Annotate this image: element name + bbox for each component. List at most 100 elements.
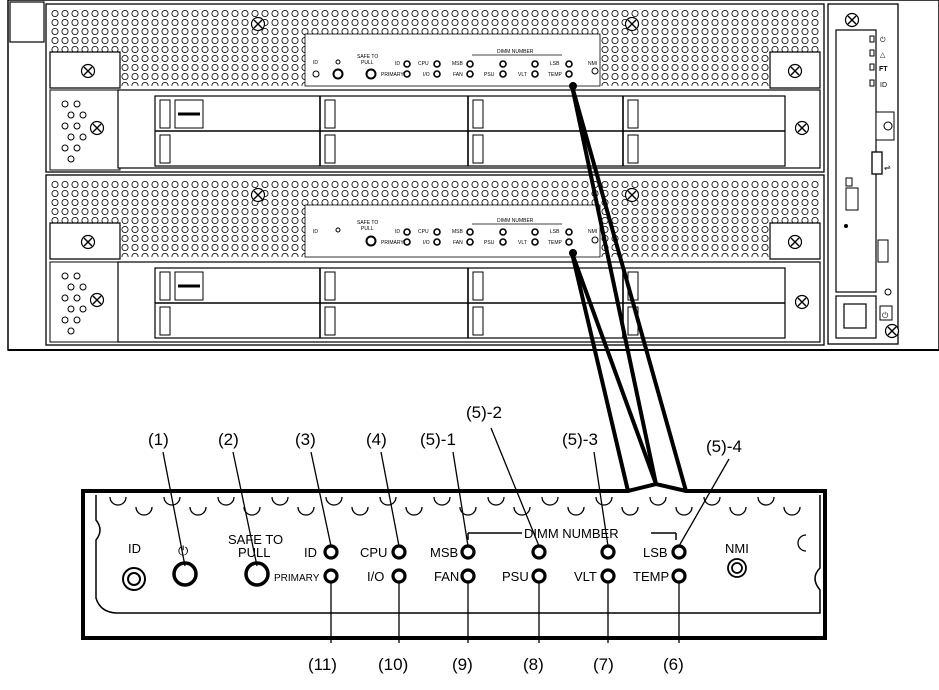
- callout-2: (2): [218, 430, 239, 449]
- lsb-led: [671, 544, 687, 560]
- screw-icon: [80, 63, 96, 79]
- mini-label-dimm-lower: DIMM NUMBER: [497, 218, 534, 224]
- screw-icon: [787, 63, 803, 79]
- callout-5-2: (5)-2: [466, 403, 502, 422]
- side-label-id: ID: [880, 82, 887, 89]
- mini-label-pull-lower: PULL: [361, 226, 374, 232]
- panel-label-safe-to: SAFE TO: [228, 532, 283, 547]
- leader-lines: [569, 82, 688, 493]
- fan-led: [460, 568, 476, 584]
- power-icon: ⏻: [882, 311, 889, 320]
- led-label-psu: PSU: [502, 569, 529, 584]
- led-label-fan: FAN: [434, 569, 459, 584]
- side-warning-icon: △: [880, 52, 886, 59]
- module-left-grille-lower: [49, 261, 121, 343]
- temp-led: [671, 568, 687, 584]
- mini-label-cpu-lower: CPU: [418, 229, 429, 235]
- mini-label-dimm: DIMM NUMBER: [497, 49, 534, 55]
- bezel-vent-upper: [50, 8, 820, 34]
- screw-icon: [624, 16, 640, 32]
- dimm-led-3: [600, 544, 616, 560]
- power-symbol-icon: ⏻: [178, 543, 188, 558]
- mini-label-io: I/O: [423, 72, 430, 78]
- mini-label-fan: FAN: [453, 72, 463, 78]
- mini-label-vlt: VLT: [518, 72, 527, 78]
- mini-label-id2-lower: ID: [395, 229, 400, 235]
- msb-led: [460, 544, 476, 560]
- vlt-led: [600, 568, 616, 584]
- mini-label-safe-lower: SAFE TO: [357, 220, 378, 226]
- callout-7: (7): [593, 655, 614, 674]
- id-led: [323, 544, 339, 560]
- led-label-primary: PRIMARY: [274, 573, 320, 584]
- mini-status-panel-lower: ID SAFE TO PULL ID PRIMARY CPU I/O MSB F…: [313, 218, 599, 247]
- callout-labels: (1) (2) (3) (4) (5)-1 (5)-2 (5)-3 (5)-4 …: [148, 403, 742, 674]
- callout-8: (8): [523, 655, 544, 674]
- mini-label-nmi-lower: NMI: [588, 229, 597, 235]
- primary-led: [323, 568, 339, 584]
- dimm-number-bracket: [467, 532, 677, 540]
- mini-label-id2: ID: [395, 61, 400, 67]
- callout-10: (10): [378, 655, 408, 674]
- panel-scallop-arcs: [109, 496, 807, 552]
- led-label-lsb: LSB: [643, 545, 668, 560]
- power-button: [172, 561, 198, 587]
- mini-label-psu: PSU: [484, 72, 495, 78]
- mini-label-id-lower: ID: [313, 229, 318, 235]
- mini-label-primary: PRIMARY: [381, 72, 404, 78]
- mini-label-nmi: NMI: [588, 61, 597, 67]
- mini-label-lsb: LSB: [550, 61, 560, 67]
- side-power-mark: ⏻: [880, 36, 886, 44]
- drive-bays-lower: [117, 261, 821, 343]
- callout-11: (11): [308, 655, 337, 674]
- nmi-button: [727, 558, 747, 578]
- mini-label-io-lower: I/O: [423, 240, 430, 246]
- mini-label-safe: SAFE TO: [357, 54, 378, 60]
- dimm-number-label: DIMM NUMBER: [524, 526, 619, 541]
- usb-icon: ⇌: [884, 163, 891, 172]
- mini-label-lsb-lower: LSB: [550, 229, 560, 235]
- callout-5-4: (5)-4: [706, 437, 742, 456]
- psu-led: [531, 568, 547, 584]
- mini-label-fan-lower: FAN: [453, 240, 463, 246]
- io-led: [391, 568, 407, 584]
- chassis-corner-block: [9, 1, 45, 43]
- dimm-led-2: [531, 544, 547, 560]
- bezel-vent-lower: [50, 179, 820, 205]
- mini-label-primary-lower: PRIMARY: [381, 240, 404, 246]
- mini-label-pull: PULL: [361, 60, 374, 66]
- module-lower: ID SAFE TO PULL ID PRIMARY CPU I/O MSB F…: [45, 174, 825, 346]
- enlarged-status-panel: ID ⏻ SAFE TO PULL ID PRIMARY CPU I/O MSB…: [81, 481, 827, 640]
- callout-6: (6): [663, 655, 684, 674]
- drive-bays-upper: [117, 89, 821, 169]
- mini-status-panel-upper: ID SAFE TO PULL ID PRIMARY CPU I/O MSB: [312, 49, 599, 80]
- callout-9: (9): [452, 655, 473, 674]
- side-label-ft: FT: [879, 66, 888, 73]
- safe-to-pull-button: [244, 561, 270, 587]
- mini-label-msb-lower: MSB: [452, 229, 464, 235]
- server-chassis: ID SAFE TO PULL ID PRIMARY CPU I/O MSB: [7, 0, 939, 351]
- mini-label-id: ID: [313, 60, 318, 66]
- id-button: [122, 567, 146, 591]
- mini-label-cpu: CPU: [418, 61, 429, 67]
- panel-label-nmi: NMI: [725, 541, 749, 556]
- led-label-id: ID: [304, 545, 317, 560]
- panel-label-id: ID: [128, 541, 141, 556]
- led-label-io: I/O: [367, 569, 384, 584]
- callout-leaders: [162, 427, 730, 643]
- led-label-msb: MSB: [430, 545, 458, 560]
- callout-3: (3): [295, 430, 316, 449]
- screw-icon: [250, 16, 266, 32]
- side-control-panel: ⏻ △ FT ID ⇌ ⏻: [827, 3, 900, 345]
- mini-label-msb: MSB: [452, 61, 464, 67]
- callout-1: (1): [148, 430, 169, 449]
- mini-label-vlt-lower: VLT: [518, 240, 527, 246]
- callout-5-1: (5)-1: [420, 430, 456, 449]
- mini-label-temp: TEMP: [548, 72, 563, 78]
- mini-label-temp-lower: TEMP: [548, 240, 563, 246]
- mini-label-psu-lower: PSU: [484, 240, 495, 246]
- module-upper: ID SAFE TO PULL ID PRIMARY CPU I/O MSB: [45, 3, 825, 173]
- led-label-cpu: CPU: [360, 545, 387, 560]
- cpu-led: [391, 544, 407, 560]
